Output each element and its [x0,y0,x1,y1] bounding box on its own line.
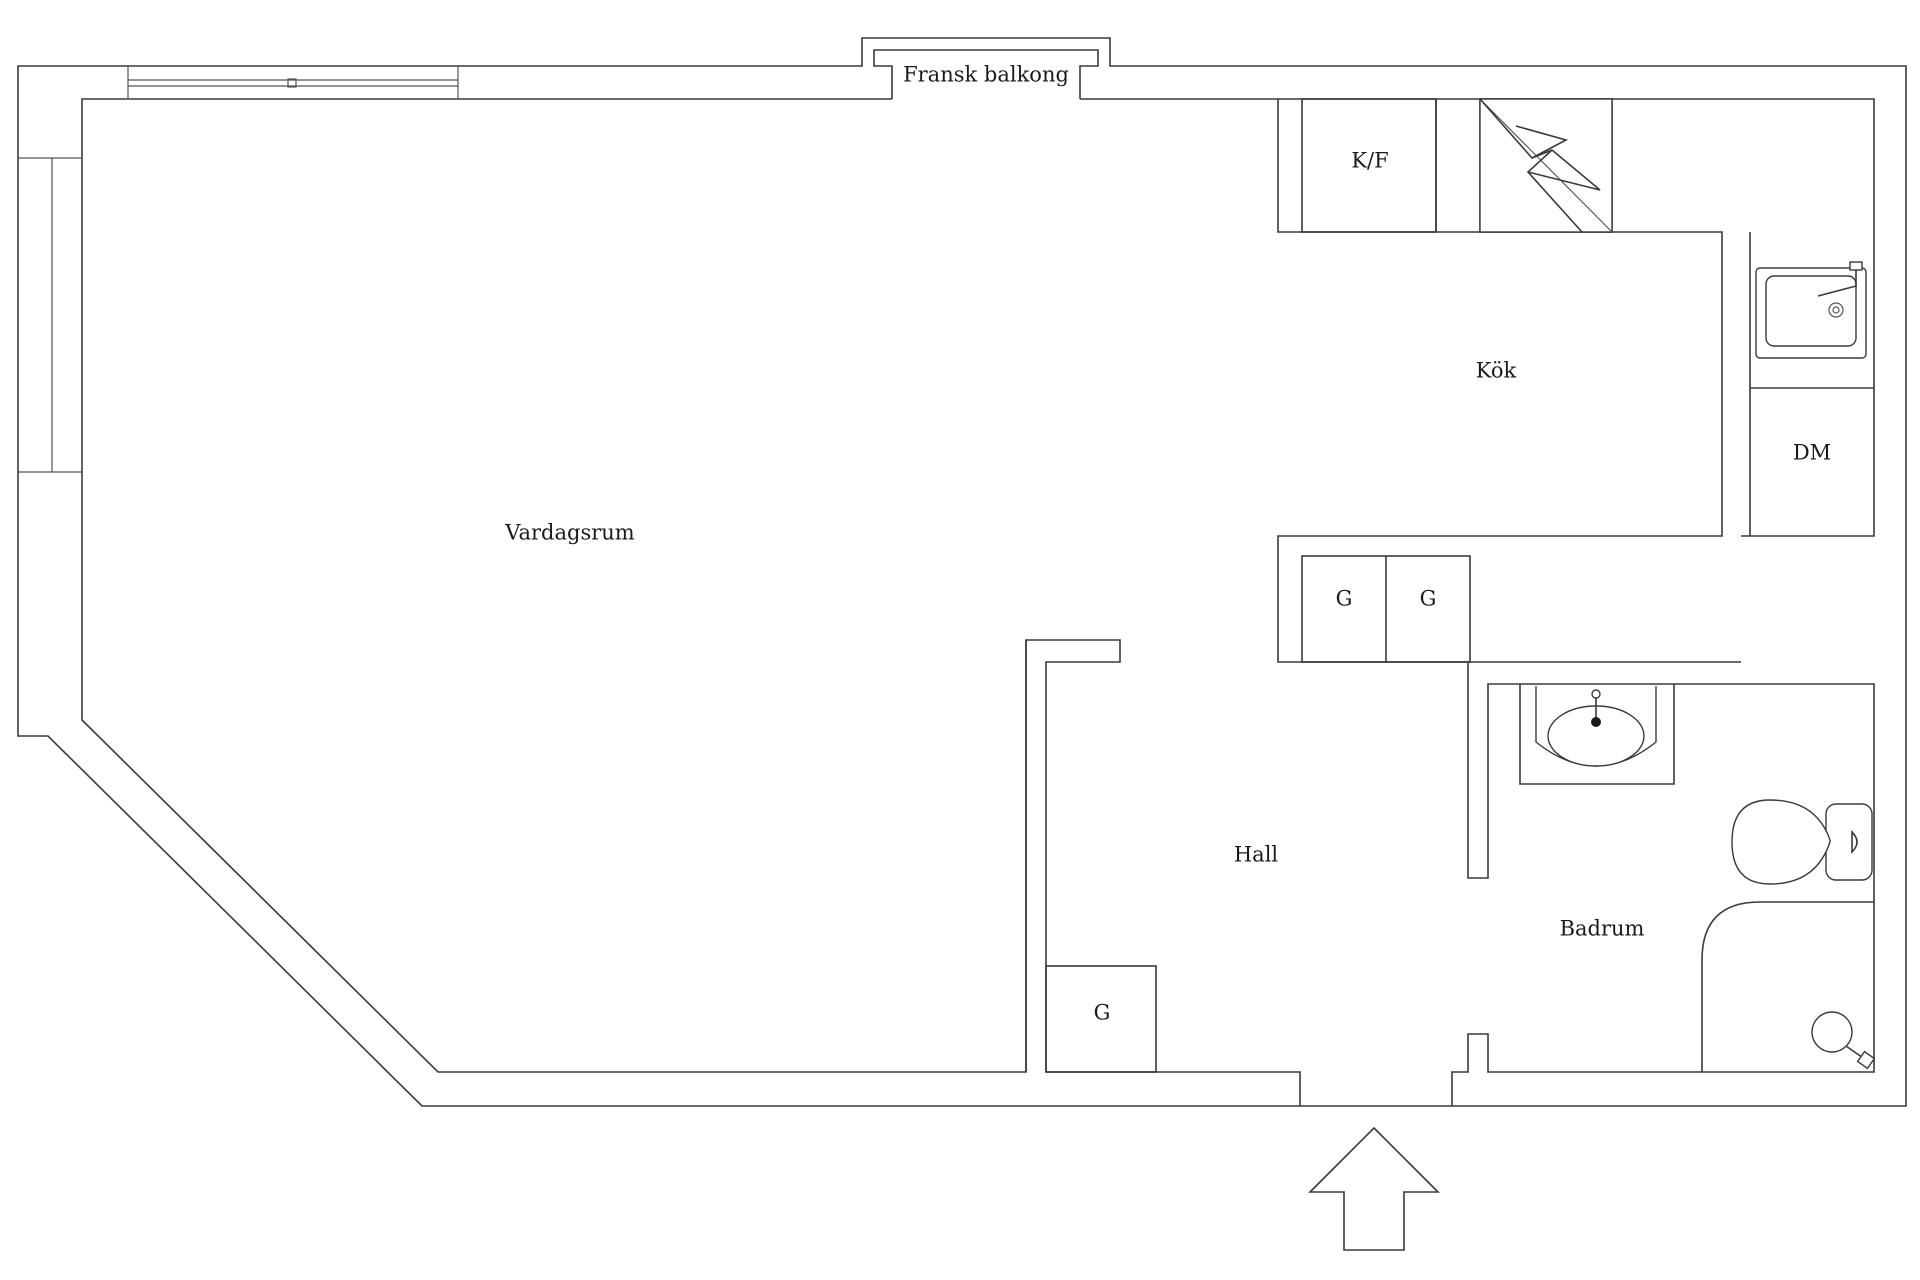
closet-3-label: G [1094,1001,1111,1025]
west-window [18,157,82,473]
dishwasher-label: DM [1793,441,1831,465]
closet-2-label: G [1420,587,1437,611]
inner-wall-north-east [1080,98,1741,663]
stove-icon [1479,98,1613,233]
inner-wall-south-door [1451,662,1875,1106]
bathroom-label: Badrum [1560,917,1645,941]
kitchen-label: Kök [1476,359,1517,383]
inner-wall-north-west [81,98,1027,1073]
balcony-recess [873,49,1099,99]
living-room-label: Vardagsrum [504,521,635,545]
closet-1-label: G [1336,587,1353,611]
hall-partition-wall [1025,639,1121,1072]
fridge-freezer-label: K/F [1351,149,1388,173]
washbasin-icon [1519,684,1675,785]
inner-wall-south-east [1046,1071,1301,1106]
kitchen-lower-counter [1301,555,1471,663]
balcony-label: Fransk balkong [903,63,1069,87]
toilet-icon [1731,799,1873,885]
up-arrow-icon [1308,1126,1440,1251]
outer-wall [17,37,1907,1107]
north-window [127,66,459,99]
shower-icon [1701,901,1876,1072]
hall-label: Hall [1234,843,1279,867]
closet-3 [1045,965,1157,1073]
kitchen-east-counter [1749,232,1874,536]
sink-icon [1755,261,1867,359]
